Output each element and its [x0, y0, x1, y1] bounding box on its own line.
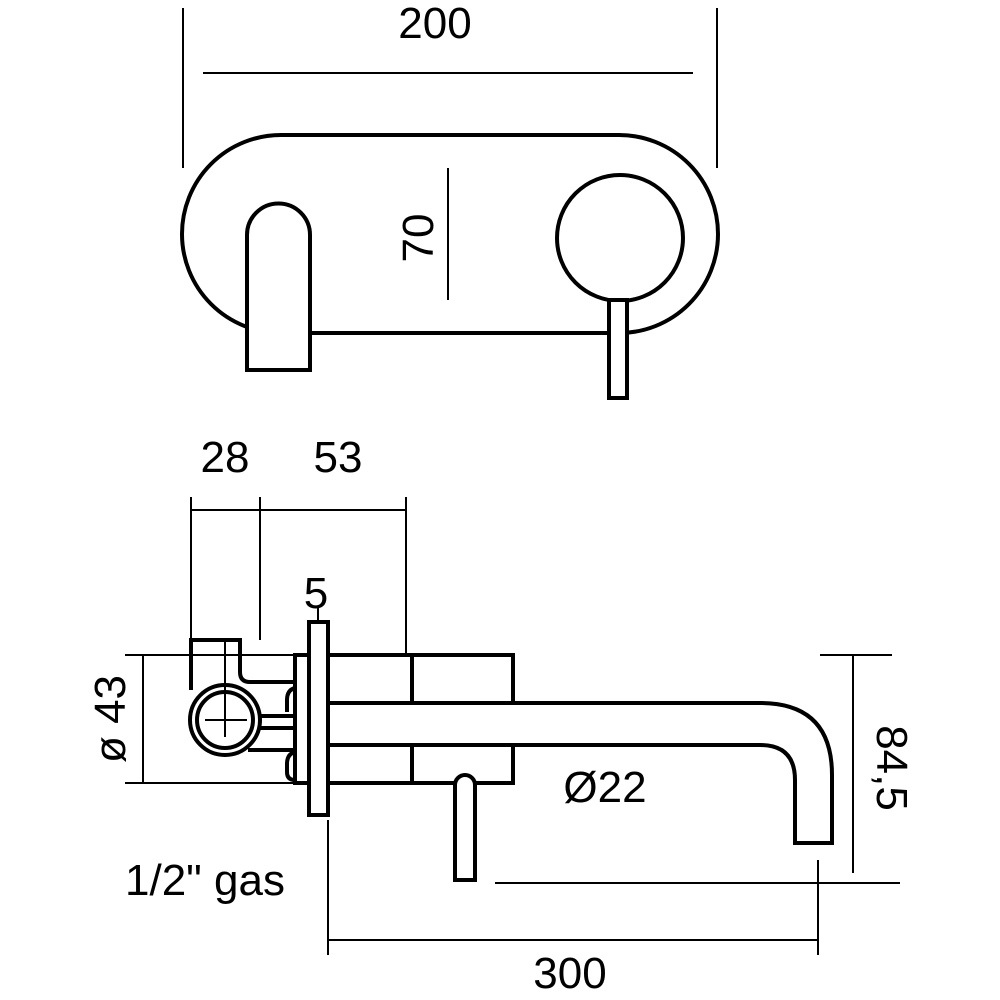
- dim-200-label: 200: [398, 0, 471, 48]
- spout: [326, 701, 834, 845]
- handle-knob: [555, 173, 685, 303]
- side-view: 28 53 5 ø 43 Ø22 84,5 300: [86, 433, 916, 998]
- thread-label: 1/2" gas: [125, 856, 285, 905]
- dim-84-5-label: 84,5: [867, 725, 916, 811]
- wall-plate-outline: [180, 133, 720, 335]
- handle-lever-side: [453, 773, 477, 882]
- flange: [293, 653, 311, 785]
- handle-lever-top: [607, 298, 629, 400]
- spout-top: [245, 201, 312, 372]
- dim-300-label: 300: [533, 949, 606, 998]
- wall-box: [189, 638, 295, 690]
- dim-28-label: 28: [201, 433, 250, 482]
- inlet-inner: [195, 690, 255, 750]
- dim-53-label: 53: [314, 433, 363, 482]
- top-view: 200 70: [180, 0, 720, 400]
- dim-43-label: ø 43: [86, 675, 135, 763]
- cover-plate: [307, 620, 330, 817]
- dim-70-label: 70: [394, 214, 443, 263]
- dim-5-label: 5: [304, 569, 328, 618]
- inlet-outer: [188, 683, 262, 757]
- inlet-connector: [248, 714, 295, 752]
- dim-22-label: Ø22: [563, 763, 646, 812]
